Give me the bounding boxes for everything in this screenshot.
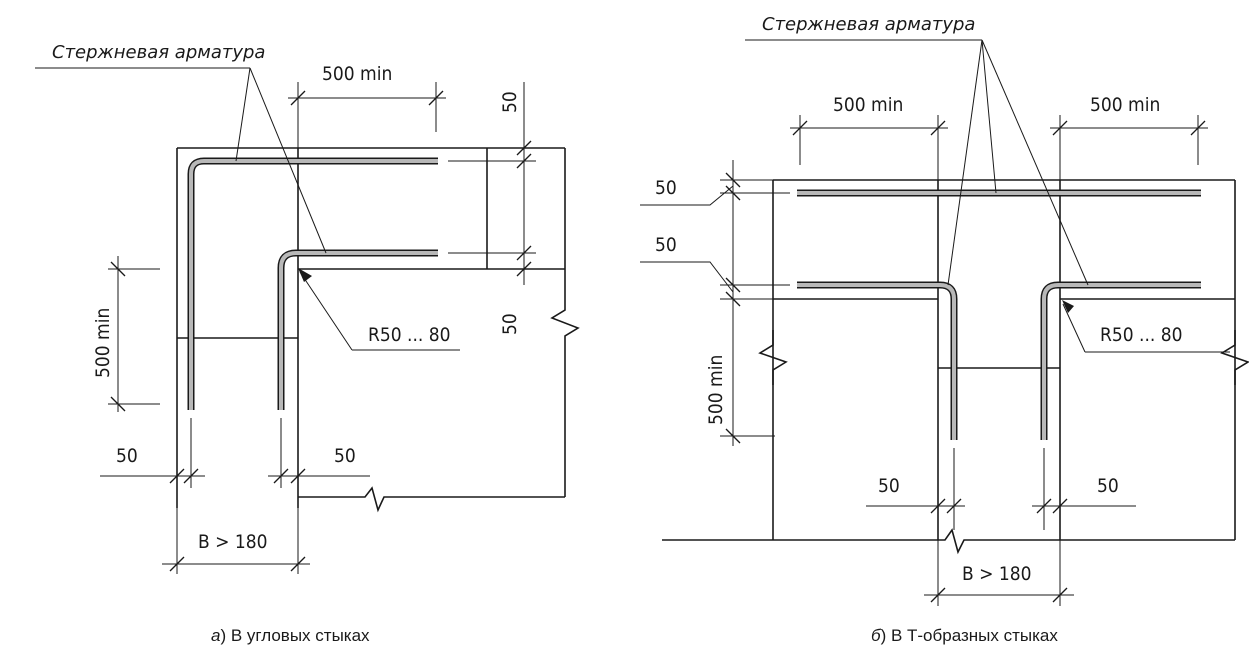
corner-dim-width [162,508,310,574]
t-dim-50-bottom-left-label: 50 [878,475,900,497]
corner-radius-leader [298,268,460,351]
corner-dim-500-top [288,82,446,148]
t-dim-50-left [640,160,790,312]
t-joint-drawing: Стержневая арматура R50 ... 80 [640,14,1249,645]
t-caption: б) В Т-образных стыках [871,626,1058,645]
corner-rebar-inner [277,249,438,410]
t-wall-outline [662,179,1236,555]
t-width-label: B > 180 [962,563,1032,585]
t-dim-50-left-middle-label: 50 [655,234,677,256]
t-dim-500-left [720,299,775,446]
t-rebar-left [797,281,958,440]
t-dim-50-bottom-right-label: 50 [1097,475,1119,497]
t-rebar-label: Стержневая арматура [762,14,975,35]
corner-wall-outline [176,147,580,513]
corner-rebar-label: Стержневая арматура [52,42,265,63]
t-dim-500-top [790,115,1208,180]
corner-width-label: B > 180 [198,531,268,553]
corner-rebar-leaders [35,67,327,254]
corner-radius-label: R50 ... 80 [368,324,451,346]
t-radius-arrow-icon [1062,300,1074,313]
t-dim-500-top-left-label: 500 min [833,94,903,116]
corner-dim-50-right-bottom-label: 50 [499,313,521,335]
t-dim-500-top-right-label: 500 min [1090,94,1160,116]
corner-dim-50-right-top-label: 50 [499,91,521,113]
t-dim-50-left-top-label: 50 [655,177,677,199]
t-radius-leader [1062,300,1230,353]
t-break-left [758,330,788,385]
corner-dim-50-bottom-left-label: 50 [116,445,138,467]
t-rebar-right [1040,281,1201,440]
t-dim-width [924,540,1074,606]
corner-dim-500-left [108,256,160,412]
t-break-right [1220,330,1249,385]
corner-dim-50-bottom [100,418,370,488]
corner-caption: а) В угловых стыках [211,626,370,645]
t-dim-500-left-label: 500 min [705,355,727,425]
corner-rebar-outer [187,157,438,410]
corner-dim-50-bottom-right-label: 50 [334,445,356,467]
t-radius-label: R50 ... 80 [1100,324,1183,346]
radius-arrow-icon [298,268,312,282]
t-rebar-leaders [745,39,1089,286]
t-dim-50-bottom [866,448,1136,530]
corner-dim-50-right [448,82,536,285]
corner-dim-500-left-label: 500 min [92,308,114,378]
corner-joint-drawing: Стержневая арматура R50 ... 80 500 min [35,42,580,645]
corner-dim-500-top-label: 500 min [322,63,392,85]
